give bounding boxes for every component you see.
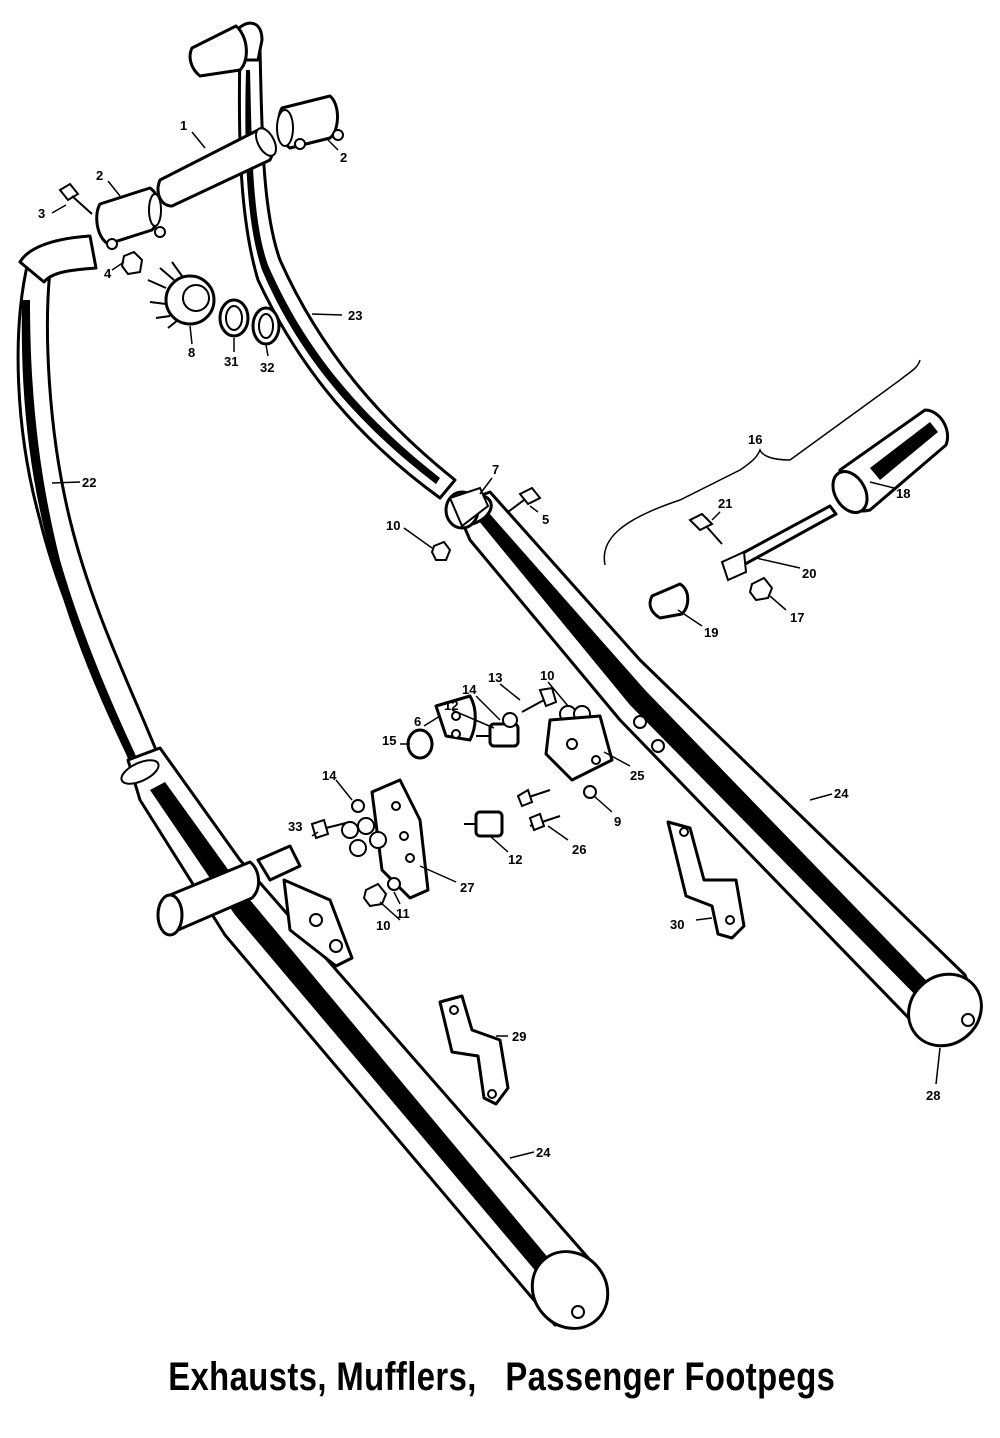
- callout-24-lower: 24: [536, 1145, 551, 1160]
- callout-leaders: [51, 131, 941, 1159]
- bolt-5: [507, 486, 542, 513]
- callout-12-upper: 12: [444, 698, 458, 713]
- clamp-top: [188, 24, 248, 78]
- callout-4: 4: [104, 266, 112, 281]
- washer-14-lower: [351, 799, 365, 813]
- callout-7: 7: [492, 462, 499, 477]
- callout-18: 18: [896, 486, 910, 501]
- muffler-right: [447, 490, 983, 1048]
- footpeg-nut-17: [748, 576, 774, 602]
- exhaust-pipe-left: [16, 234, 160, 762]
- callout-12-lower: 12: [508, 852, 522, 867]
- callout-19: 19: [704, 625, 718, 640]
- callout-17: 17: [790, 610, 804, 625]
- footpeg-bracket-bracket-line: [603, 359, 921, 566]
- callout-27: 27: [460, 880, 474, 895]
- callout-20: 20: [802, 566, 816, 581]
- callout-8: 8: [188, 345, 195, 360]
- callout-1: 1: [180, 118, 187, 133]
- clamp-7: [444, 486, 490, 530]
- clamp-right: [276, 94, 344, 150]
- rubber-mount-12-upper: [476, 722, 520, 748]
- footpeg-left-assembly: [156, 844, 354, 968]
- callout-14-upper: 14: [462, 682, 477, 697]
- callout-14-lower: 14: [322, 768, 337, 783]
- gasket-32: [251, 306, 281, 346]
- diagram-caption: Exhausts, Mufflers, Passenger Footpegs: [168, 1355, 836, 1399]
- nut-10-top: [430, 540, 452, 561]
- bolt-13: [521, 686, 558, 713]
- callout-22: 22: [82, 475, 96, 490]
- callout-28: 28: [926, 1088, 940, 1103]
- washer-14-upper: [502, 712, 518, 728]
- callout-3: 3: [38, 206, 45, 221]
- callout-30: 30: [670, 917, 684, 932]
- footpeg-rod-20: [720, 504, 838, 582]
- callout-2-left: 2: [96, 168, 103, 183]
- callout-5: 5: [542, 512, 549, 527]
- bracket-30: [666, 820, 746, 940]
- callout-25: 25: [630, 768, 644, 783]
- nut-4: [120, 250, 144, 276]
- exhaust-pipe-right: [230, 21, 457, 500]
- rubber-mount-12-lower: [464, 810, 504, 838]
- bolt-33: [310, 817, 387, 857]
- bolt-3: [58, 182, 93, 215]
- callout-24-upper: 24: [834, 786, 849, 801]
- callout-15: 15: [382, 733, 396, 748]
- spacer-15: [406, 728, 434, 760]
- callout-29: 29: [512, 1029, 526, 1044]
- callout-31: 31: [224, 354, 238, 369]
- clamp-left: [95, 186, 166, 250]
- callout-9: 9: [614, 814, 621, 829]
- gasket-31: [218, 298, 250, 338]
- callout-23: 23: [348, 308, 362, 323]
- bracket-29: [438, 994, 510, 1106]
- callout-32: 32: [260, 360, 274, 375]
- mounting-plate-6: [434, 694, 477, 742]
- callout-10-top: 10: [386, 518, 400, 533]
- nut-10-lower: [362, 882, 388, 908]
- callout-26: 26: [572, 842, 586, 857]
- callout-10-right: 10: [540, 668, 554, 683]
- callout-2-right: 2: [340, 150, 347, 165]
- mounting-plate-25: [544, 714, 614, 782]
- finned-nut-8: [147, 261, 216, 329]
- callout-33: 33: [288, 819, 302, 834]
- callout-11: 11: [396, 906, 410, 921]
- callout-10-lower: 10: [376, 918, 390, 933]
- bolt-26: [516, 788, 561, 832]
- callout-labels: 1 2 2 3 4 8 31 32 23 22 16 18 21 20 19 1…: [38, 118, 940, 1160]
- mounting-plate-27: [370, 778, 430, 900]
- callout-13: 13: [488, 670, 502, 685]
- footpeg-rubber-18: [831, 408, 949, 514]
- callout-21: 21: [718, 496, 732, 511]
- washer-9: [583, 785, 597, 799]
- callout-6: 6: [414, 714, 421, 729]
- crossover-pipe: [156, 126, 277, 208]
- footpeg-bolt-21: [688, 512, 723, 545]
- callout-16: 16: [748, 432, 762, 447]
- washer-11: [387, 877, 401, 891]
